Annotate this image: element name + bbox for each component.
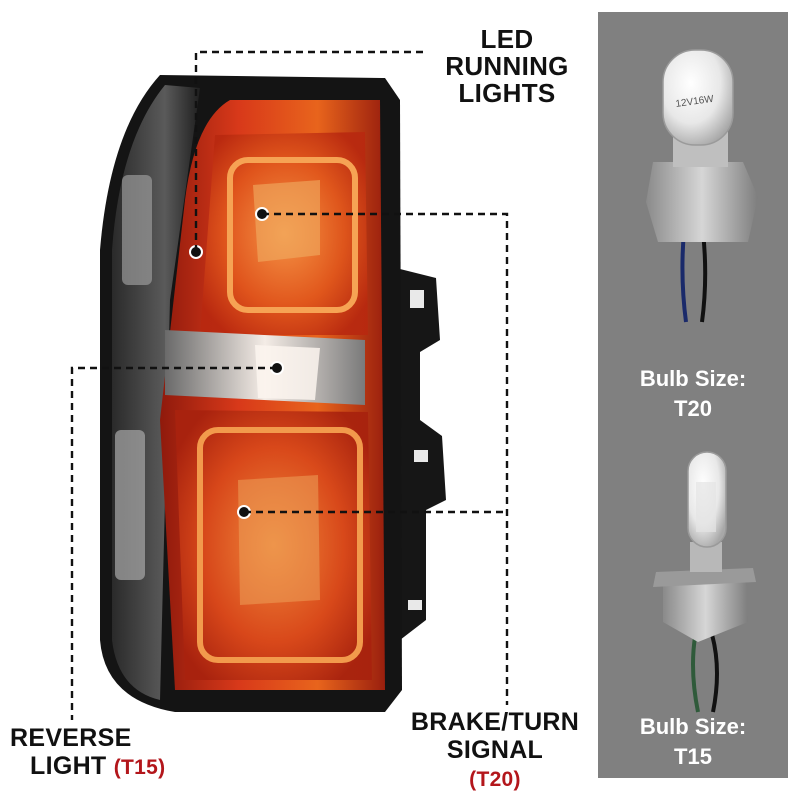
- callout-dot-brake-bottom: [237, 505, 251, 519]
- bulb-illustrations: 12V16W: [646, 49, 758, 713]
- led-label-line3: LIGHTS: [458, 78, 556, 108]
- reverse-bulb-note: (T15): [113, 756, 166, 779]
- side-reflector-bottom: [115, 430, 145, 580]
- bulb-info-panel: 12V16W Bulb Size: T20 Bulb Size: T15: [598, 12, 788, 778]
- t20-caption-line2: T20: [674, 396, 712, 421]
- brake-label-line1: BRAKE/TURN: [410, 708, 580, 736]
- reverse-label-line2: LIGHT: [30, 752, 107, 780]
- t15-caption-line1: Bulb Size:: [639, 714, 747, 739]
- side-reflector-top: [122, 175, 152, 285]
- callout-dot-reverse: [270, 361, 284, 375]
- t20-caption: Bulb Size: T20: [598, 364, 788, 424]
- led-ring-bottom: [197, 427, 363, 663]
- mounting-bracket: [396, 268, 446, 640]
- reverse-lens: [165, 330, 365, 405]
- t15-bulb: [653, 451, 756, 713]
- turn-reflector-bottom: [238, 475, 320, 605]
- callout-dot-led: [189, 245, 203, 259]
- reverse-light-label: REVERSE LIGHT (T15): [10, 724, 210, 782]
- running-light-zone: [200, 132, 368, 335]
- side-lens: [112, 85, 200, 700]
- t20-caption-line1: Bulb Size:: [639, 366, 747, 391]
- brake-label-line2: SIGNAL: [446, 736, 544, 764]
- t15-caption-line2: T15: [674, 744, 712, 769]
- reverse-label-line2-wrap: LIGHT (T15): [10, 752, 210, 782]
- brake-turn-signal-label: BRAKE/TURN SIGNAL (T20): [395, 708, 595, 794]
- housing: [100, 75, 402, 712]
- main-lens: [160, 100, 385, 690]
- callout-dot-brake-top: [255, 207, 269, 221]
- led-label-line1: LED: [480, 24, 534, 54]
- brake-bulb-note: (T20): [469, 768, 521, 791]
- leader-lines: [70, 50, 509, 720]
- t20-bulb-etching: 12V16W: [675, 94, 715, 110]
- led-ring-top: [227, 157, 358, 313]
- t20-bulb: 12V16W: [646, 49, 758, 323]
- brake-zone: [175, 410, 372, 680]
- t15-caption: Bulb Size: T15: [598, 712, 788, 772]
- led-label-line2: RUNNING: [445, 51, 569, 81]
- reverse-label-line1: REVERSE: [10, 724, 132, 752]
- led-running-lights-label: LED RUNNING LIGHTS: [432, 26, 582, 107]
- turn-reflector-top: [253, 180, 320, 262]
